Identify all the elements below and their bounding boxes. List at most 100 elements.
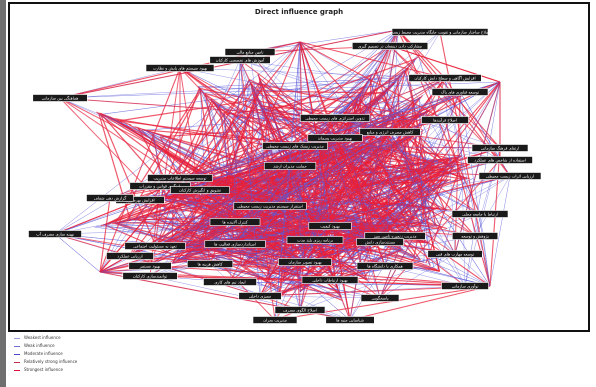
node-label: توانمندسازی کارکنان bbox=[133, 274, 167, 279]
node-label: شناسایی جنبه ها bbox=[336, 318, 364, 323]
node-box bbox=[391, 28, 489, 36]
node-label: اصلاح ساختار سازمانی و تقویت جایگاه مدیر… bbox=[390, 30, 491, 35]
legend-item: Moderate influence bbox=[14, 350, 184, 358]
node-n2: مشارکت دادن ذینفعان در تصمیم گیری bbox=[351, 42, 429, 50]
edge bbox=[59, 29, 399, 99]
node-box bbox=[451, 232, 499, 240]
edge bbox=[179, 67, 211, 265]
edge bbox=[99, 113, 157, 247]
node-box bbox=[128, 262, 172, 270]
node-n6: بهبود سیستم های پایش و نظارت bbox=[145, 64, 215, 72]
node-box bbox=[351, 42, 429, 50]
edge bbox=[236, 134, 415, 243]
edge bbox=[329, 77, 446, 227]
node-n40: ایجاد تیم های کاری bbox=[203, 278, 257, 286]
node-n10: اصلاح فرآیندها bbox=[421, 116, 469, 124]
node-box bbox=[359, 128, 421, 136]
edge bbox=[379, 81, 501, 243]
node-n24: کنترل آلاینده ها bbox=[209, 218, 261, 226]
edge bbox=[299, 253, 456, 311]
edge bbox=[334, 137, 481, 215]
edge bbox=[432, 207, 436, 226]
node-n13: مدیریت ریسک های زیست محیطی bbox=[262, 142, 328, 150]
edge bbox=[179, 45, 391, 179]
edge bbox=[149, 81, 501, 267]
node-box bbox=[129, 182, 191, 190]
node-box bbox=[427, 250, 483, 258]
edge bbox=[444, 77, 476, 237]
edge bbox=[221, 156, 456, 191]
node-label: ایجاد تیم های کاری bbox=[214, 280, 245, 285]
node-n3: افزایش آگاهی و سطح دانش کارکنان bbox=[408, 74, 482, 82]
edge bbox=[334, 137, 491, 287]
edge bbox=[229, 213, 481, 283]
node-n11: کاهش مصرف انرژی و منابع bbox=[359, 128, 421, 136]
edge bbox=[369, 144, 456, 167]
edge bbox=[212, 80, 261, 224]
node-label: بهبود مستمر bbox=[139, 264, 161, 269]
edge bbox=[489, 175, 511, 287]
node-box bbox=[441, 282, 489, 290]
node-n22: تشویق و انگیزش کارکنان bbox=[170, 186, 230, 194]
node-box bbox=[360, 294, 400, 302]
node-box bbox=[203, 278, 257, 286]
node-box bbox=[187, 260, 234, 268]
node-n32: استانداردسازی فعالیت ها bbox=[204, 240, 266, 248]
node-label: ممیزی داخلی bbox=[249, 294, 271, 299]
node-n14: ارتقای فرهنگ سازمانی bbox=[471, 144, 529, 152]
node-n28: پژوهش و توسعه bbox=[451, 232, 499, 240]
node-n45: اصلاح الگوی مصرف bbox=[274, 306, 326, 314]
node-label: مدیریت بحران bbox=[263, 318, 287, 323]
edge bbox=[59, 97, 381, 243]
edge bbox=[299, 41, 306, 263]
node-label: بهبود مدیریت پسماند bbox=[318, 136, 353, 141]
edge bbox=[299, 41, 501, 161]
edge bbox=[154, 59, 241, 247]
edge bbox=[54, 233, 101, 273]
edge bbox=[179, 67, 446, 79]
node-box bbox=[307, 134, 363, 142]
node-label: اصلاح الگوی مصرف bbox=[283, 308, 317, 313]
node-label: ارتباط با جامعه محلی bbox=[462, 212, 498, 217]
node-box bbox=[299, 114, 371, 122]
edge bbox=[59, 77, 446, 99]
edge bbox=[299, 41, 466, 287]
edge bbox=[384, 29, 399, 267]
edge bbox=[149, 265, 491, 287]
legend-label: Weakest influence bbox=[24, 335, 61, 340]
edge bbox=[99, 197, 111, 273]
node-box bbox=[238, 292, 282, 300]
node-box bbox=[124, 242, 186, 250]
node-n36: کاهش هزینه ها bbox=[187, 260, 234, 268]
legend-swatch bbox=[14, 369, 20, 371]
edge bbox=[54, 41, 301, 235]
edge bbox=[59, 97, 396, 237]
legend-swatch bbox=[14, 353, 20, 355]
edge bbox=[187, 196, 360, 271]
node-label: استانداردسازی فعالیت ها bbox=[214, 242, 256, 247]
node-n8: هماهنگی بین سازمانی bbox=[32, 94, 88, 102]
edge bbox=[299, 41, 446, 79]
edge bbox=[234, 175, 511, 223]
edge bbox=[299, 41, 351, 321]
node-label: تشویق و انگیزش کارکنان bbox=[179, 188, 221, 193]
node-box bbox=[308, 222, 352, 230]
node-label: اصلاح فرآیندها bbox=[433, 118, 457, 123]
node-box bbox=[209, 218, 261, 226]
node-label: بهبود کیفیت bbox=[320, 224, 340, 229]
edge bbox=[239, 59, 276, 321]
edge bbox=[234, 221, 351, 321]
node-n15: حمایت مدیران ارشد bbox=[263, 162, 317, 170]
node-box bbox=[278, 258, 332, 266]
node-n29: توسعه مهارت های فنی bbox=[427, 250, 483, 258]
influence-graph: اصلاح ساختار سازمانی و تقویت جایگاه مدیر… bbox=[28, 28, 542, 324]
edge bbox=[205, 93, 358, 98]
node-label: تامین منابع مالی bbox=[237, 50, 264, 55]
node-box bbox=[286, 236, 344, 244]
node-label: همکاری با دانشگاه ها bbox=[367, 264, 402, 269]
edge bbox=[209, 263, 351, 321]
edge bbox=[154, 205, 271, 247]
edge bbox=[394, 235, 491, 287]
node-box bbox=[431, 88, 489, 96]
edge bbox=[199, 41, 301, 191]
